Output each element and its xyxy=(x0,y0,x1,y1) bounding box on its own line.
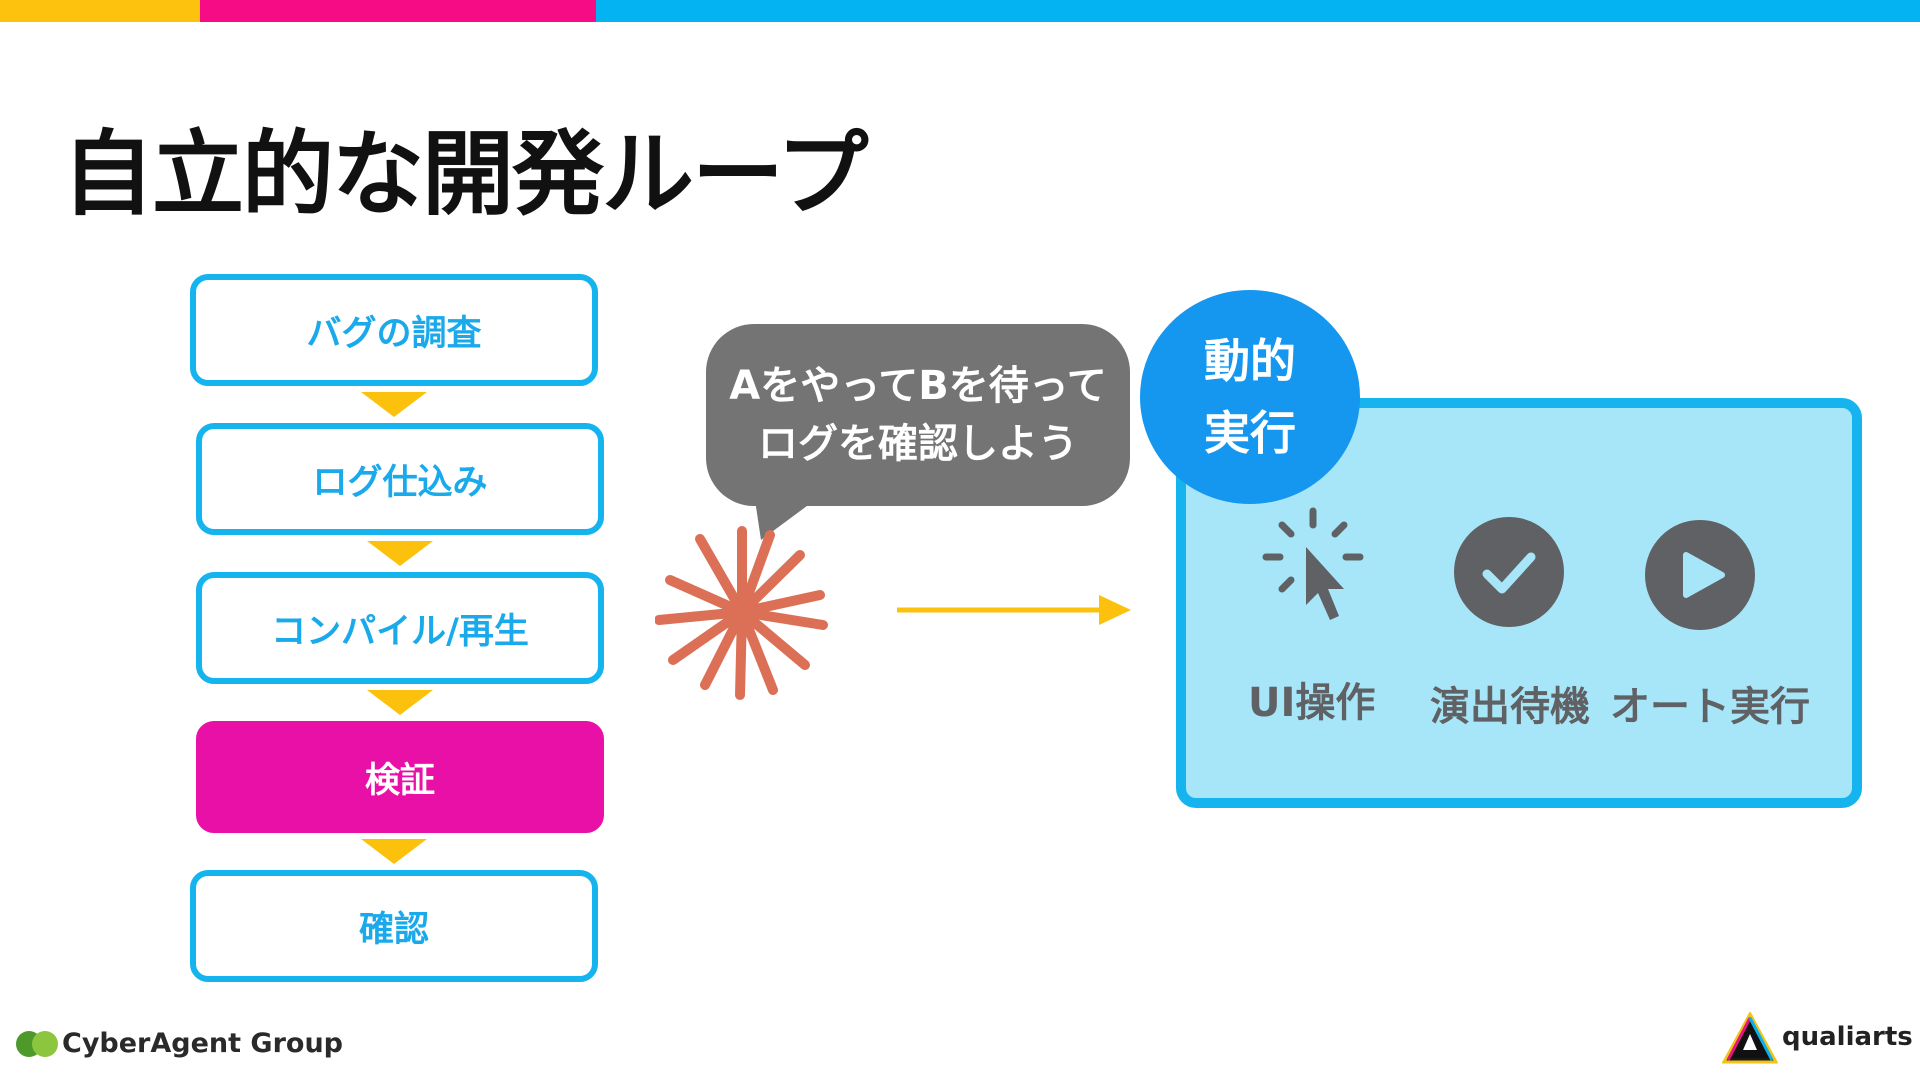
speech-bubble: AをやってBを待って ログを確認しよう xyxy=(706,324,1130,506)
top-bar-pink xyxy=(200,0,596,22)
flow-step-compile-play: コンパイル/再生 xyxy=(196,572,604,684)
badge-line-1: 動的 xyxy=(1204,325,1296,397)
flow-step-label: ログ仕込み xyxy=(312,454,487,505)
feature-label-auto-run: オート実行 xyxy=(1610,674,1810,732)
flow-step-label: 検証 xyxy=(365,752,435,803)
flow-step-label: コンパイル/再生 xyxy=(271,603,529,654)
top-bar-yellow xyxy=(0,0,200,22)
flow-arrow-down-icon xyxy=(367,541,433,566)
cyberagent-logo-text: CyberAgent Group xyxy=(62,1028,343,1059)
cyberagent-logo-mark-icon xyxy=(15,1028,59,1060)
qualiarts-logo-mark-icon xyxy=(1722,1012,1778,1064)
flow-step-bug-investigation: バグの調査 xyxy=(190,274,598,386)
flow-arrow-down-icon xyxy=(361,392,427,417)
flow-arrow-down-icon xyxy=(367,690,433,715)
flow-arrow-right-icon xyxy=(893,590,1133,630)
flow-step-label: 確認 xyxy=(359,901,429,952)
top-bar-blue xyxy=(596,0,1920,22)
badge-line-2: 実行 xyxy=(1204,397,1296,469)
flow-step-log-insert: ログ仕込み xyxy=(196,423,604,535)
cursor-click-icon xyxy=(1258,505,1368,630)
flow-arrow-down-icon xyxy=(361,839,427,864)
slide-title: 自立的な開発ループ xyxy=(62,100,866,233)
qualiarts-logo-text: qualiarts xyxy=(1782,1022,1913,1052)
feature-label-ui-operation: UI操作 xyxy=(1248,670,1375,728)
flow-step-label: バグの調査 xyxy=(306,305,481,356)
speech-bubble-line-1: AをやってBを待って xyxy=(729,357,1106,415)
flow-step-confirm: 確認 xyxy=(190,870,598,982)
play-circle-icon xyxy=(1644,519,1756,631)
idea-burst-icon xyxy=(655,525,830,700)
check-circle-icon xyxy=(1453,516,1565,628)
flow-step-verify: 検証 xyxy=(196,721,604,833)
feature-label-effect-wait: 演出待機 xyxy=(1430,674,1590,732)
dynamic-execution-badge: 動的 実行 xyxy=(1140,290,1360,504)
speech-bubble-line-2: ログを確認しよう xyxy=(758,415,1078,473)
top-color-bar xyxy=(0,0,1920,22)
